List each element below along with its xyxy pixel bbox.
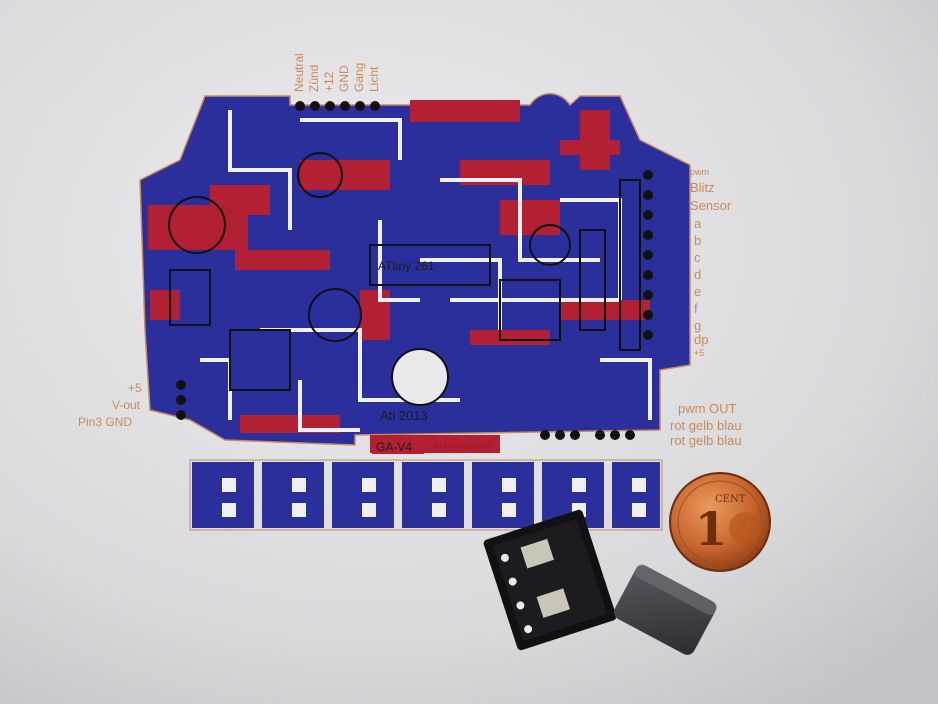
coin-value-text: 1 [695,502,727,556]
right-label-plus5: +5 [694,348,704,358]
right-label-e: e [694,284,701,299]
grey-lightguide-block [614,564,717,655]
top-label-gnd: GND [337,65,351,92]
board-version-text: SV1000/650 [432,442,493,454]
board-credit-text: Ati 2013 [380,408,428,423]
smd-led-chip [483,509,617,651]
one-cent-coin: 1 CENT [669,472,771,572]
pcb-board: Ati 2013 ATtiny 261 GA-V4 SV1000/650 [139,93,691,454]
pcb-components [168,152,641,391]
top-label-licht: Licht [367,66,381,92]
right-label-blitz: Blitz [690,180,715,195]
right-label-d: d [694,267,701,282]
right-label-a: a [694,216,702,231]
pcb-pads [176,101,653,440]
led-footprint-strip [189,459,663,531]
label-rot-gelb-blau-2: rot gelb blau [670,433,742,448]
right-label-dp: dp [694,332,708,347]
label-pwm-out: pwm OUT [678,401,737,416]
coin-unit-text: CENT [715,494,746,505]
label-rot-gelb-blau-1: rot gelb blau [670,418,742,433]
top-label-neutral: Neutral [292,53,306,92]
right-label-g: g [694,318,701,333]
right-label-f: f [694,301,698,316]
board-chip-text: ATtiny 261 [378,259,435,273]
right-pin-labels: pwm Blitz Sensor a b c d e f g dp +5 [690,167,732,358]
board-name-plate [372,437,424,454]
mounting-hole [391,348,449,406]
top-label-plus12: +12 [322,71,336,92]
left-label-plus5: +5 [128,381,142,395]
top-label-gang: Gang [352,63,366,92]
right-label-b: b [694,233,701,248]
top-label-zuend: Zünd [307,65,321,92]
top-pin-labels: Neutral Zünd +12 GND Gang Licht [292,53,381,92]
left-label-pin3gnd: Pin3 GND [78,415,132,429]
left-pin-labels: +5 V-out Pin3 GND [78,381,142,429]
right-label-pwm: pwm [690,167,709,177]
right-label-c: c [694,250,701,265]
board-name-text: GA-V4 [376,440,412,454]
left-label-vout: V-out [112,398,141,412]
right-label-sensor: Sensor [690,198,732,213]
bottom-right-labels: pwm OUT rot gelb blau rot gelb blau [670,401,742,448]
